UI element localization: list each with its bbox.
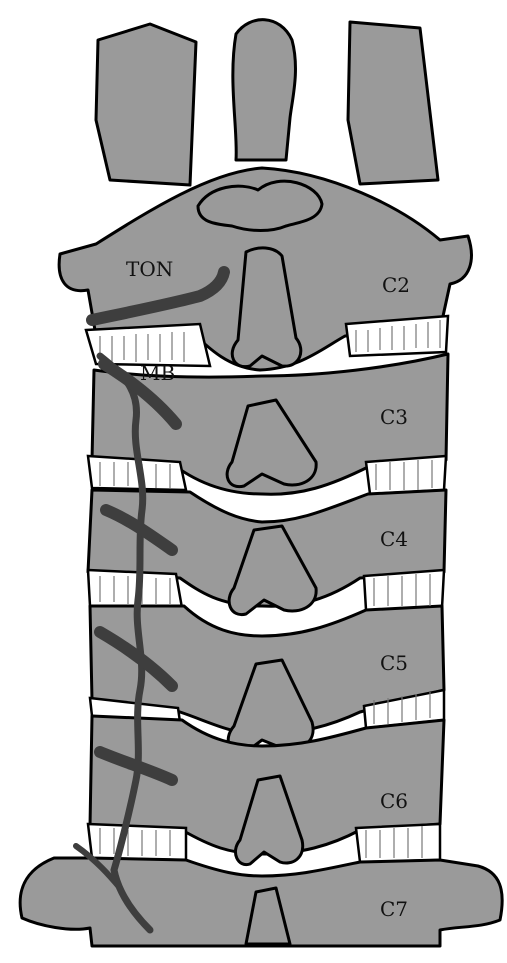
occiput-right-condyle — [348, 22, 438, 184]
occiput-left-condyle — [96, 24, 196, 185]
facet-joint-left-c6-c7 — [88, 824, 186, 860]
label-c3: C3 — [380, 405, 408, 429]
facet-joint-right-c6-c7 — [356, 824, 440, 862]
label-c4: C4 — [380, 527, 408, 551]
label-c7: C7 — [380, 897, 408, 921]
label-c6: C6 — [380, 789, 408, 813]
label-mb: MB — [140, 361, 175, 385]
facet-joint-right-c2-c3 — [346, 316, 448, 356]
label-ton: TON — [126, 257, 173, 281]
facet-joint-right-c3-c4 — [366, 456, 446, 494]
occiput-central-process — [233, 20, 296, 160]
label-c5: C5 — [380, 651, 408, 675]
label-c2: C2 — [382, 273, 410, 297]
facet-joint-right-c4-c5 — [364, 570, 444, 610]
